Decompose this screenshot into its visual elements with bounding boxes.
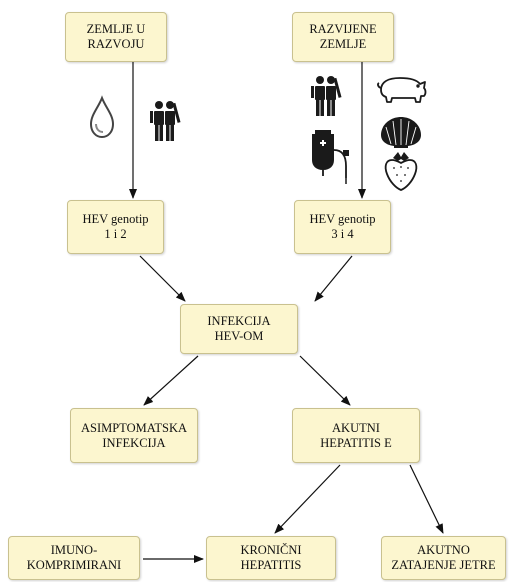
node-line: HEPATITIS <box>240 558 302 572</box>
node-line: AKUTNI <box>332 420 380 435</box>
arrow-infection-to-acute <box>299 355 351 406</box>
node-line: RAZVOJU <box>87 37 145 51</box>
node-line: INFEKCIJA <box>207 314 271 328</box>
water-drop-icon <box>89 95 115 139</box>
people-icon <box>311 76 342 116</box>
strawberry-icon <box>384 152 418 191</box>
arrow-genotype12-to-infection <box>139 255 186 302</box>
node-line: HEV genotip <box>309 212 376 226</box>
node-line: RAZVIJENE <box>309 22 377 36</box>
shellfish-icon <box>381 117 421 148</box>
node-line: KOMPRIMIRANI <box>26 558 122 572</box>
node-line: ZEMLJE U <box>86 22 146 36</box>
node-line: ASIMPTOMATSKA <box>80 420 188 435</box>
node-line: 3 i 4 <box>331 227 354 241</box>
node-line: ZEMLJE <box>319 37 367 51</box>
node-line: KRONIČNI <box>240 543 302 557</box>
node-line: AKUTNO <box>417 543 470 557</box>
node-line: 1 i 2 <box>104 227 127 241</box>
people-icon <box>150 101 181 141</box>
node-line: IMUNO- <box>50 543 98 557</box>
node-line: HEV-OM <box>214 329 264 343</box>
node-line: HEV genotip <box>82 212 149 226</box>
node-line: ZATAJENJE JETRE <box>391 558 496 572</box>
node-immunocompromised: IMUNO-KOMPRIMIRANI <box>8 536 140 580</box>
pig-icon <box>377 77 427 103</box>
blood-transfusion-icon <box>312 130 349 184</box>
arrow-infection-to-asymptomatic <box>143 355 199 406</box>
arrow-genotype34-to-infection <box>314 255 353 302</box>
node-line: HEPATITIS E <box>320 435 392 450</box>
node-line: INFEKCIJA <box>102 435 166 450</box>
arrow-acute-to-chronic <box>274 464 341 534</box>
arrow-acute-to-failure <box>409 464 444 534</box>
